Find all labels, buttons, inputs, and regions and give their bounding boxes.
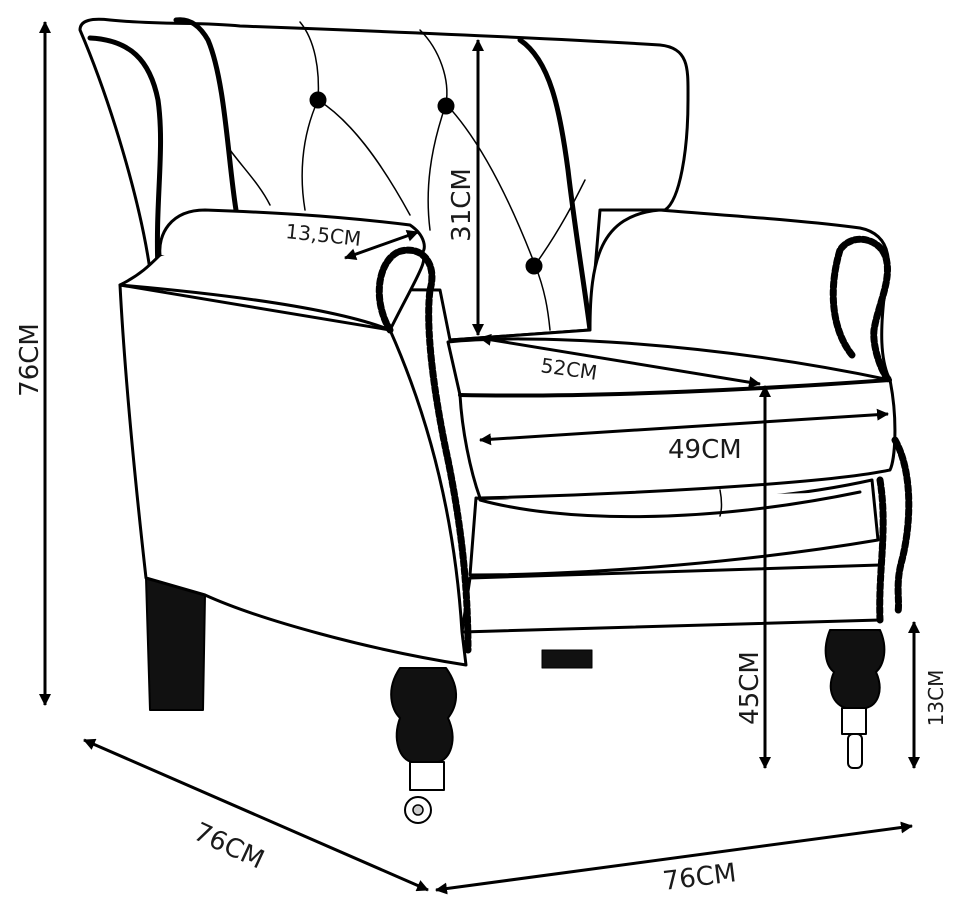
- left-arm-side: [118, 283, 468, 667]
- nailhead-trim: [375, 235, 913, 654]
- tuft-button: [525, 257, 543, 275]
- depth-arrow: [83, 738, 429, 892]
- rear-left-leg: [145, 577, 206, 711]
- width-arrow: [435, 821, 913, 895]
- front-left-leg: [390, 667, 457, 824]
- seat-width-arrow: [479, 408, 889, 446]
- tuft-button: [309, 91, 327, 109]
- rear-center-leg: [541, 649, 593, 669]
- tuft-button: [437, 97, 455, 115]
- seat-width-label: 49CM: [668, 435, 742, 465]
- armrest-width-arrow: [344, 230, 419, 260]
- total-height-label: 76CM: [15, 323, 45, 397]
- seat-height-label: 45CM: [735, 651, 765, 725]
- width-label: 76CM: [661, 858, 738, 897]
- depth-label: 76CM: [189, 817, 268, 875]
- leg-height-label: 13CM: [924, 670, 948, 727]
- dimension-lines: [39, 21, 920, 895]
- seat-depth-arrow: [479, 333, 761, 389]
- backrest-height-label: 31CM: [447, 168, 477, 242]
- front-right-leg: [824, 629, 886, 769]
